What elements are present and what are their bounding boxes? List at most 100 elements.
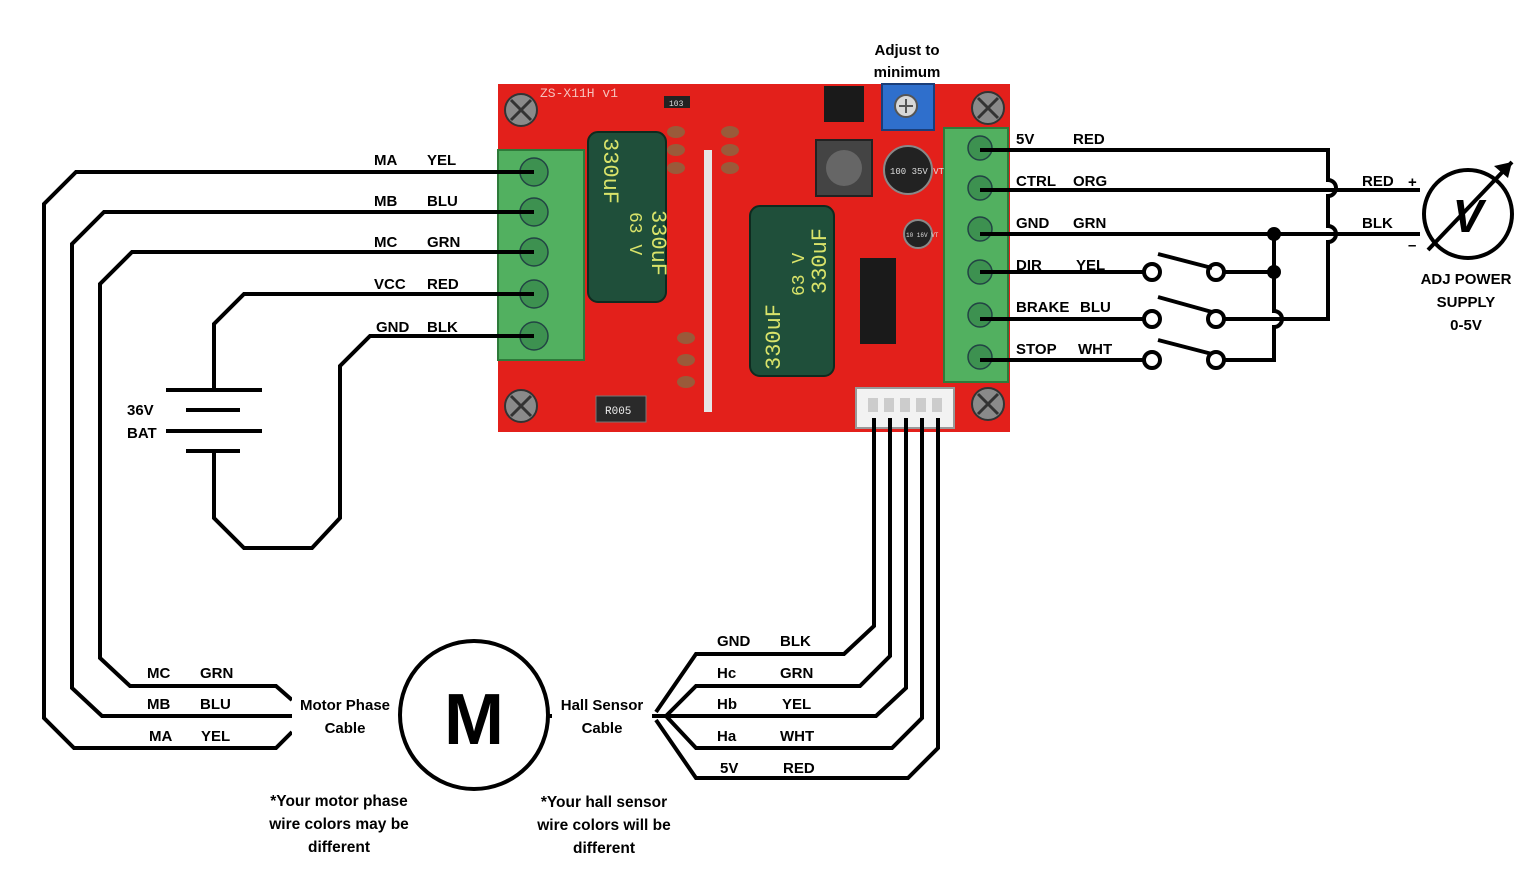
hall-cable-title: Hall Sensor xyxy=(561,697,644,714)
terminal-name: MA xyxy=(374,152,397,169)
smd-code: 103 xyxy=(669,100,684,109)
wire-mb xyxy=(70,210,534,718)
hall-wire-name: Hc xyxy=(717,665,736,682)
wire-ma xyxy=(42,170,534,750)
phase-wire-name: MA xyxy=(149,728,172,745)
supply-caption: SUPPLY xyxy=(1437,294,1496,311)
motor-terminal-labels: MA YEL MB BLU MC GRN VCC RED GND BLK xyxy=(374,152,460,336)
hall-wire-color: GRN xyxy=(780,665,813,682)
terminal-name: DIR xyxy=(1016,257,1042,274)
terminal-name: STOP xyxy=(1016,341,1057,358)
heatsink-bar xyxy=(704,150,712,412)
terminal-name: GND xyxy=(1016,215,1050,232)
motor-symbol: M xyxy=(398,639,550,791)
motor-terminal-block xyxy=(497,149,585,361)
wire-gnd-bus xyxy=(1216,234,1284,362)
terminal-name: CTRL xyxy=(1016,173,1056,190)
supply-red-label: RED xyxy=(1362,173,1394,190)
terminal-color: YEL xyxy=(427,152,456,169)
capacitor-right: 330uF 330uF 63 V xyxy=(749,205,835,377)
note-line: different xyxy=(308,839,370,856)
screw-icon xyxy=(971,387,1005,421)
control-terminal-block xyxy=(943,127,1009,383)
motor-phase-cable-labels: MC GRN MB BLU MA YEL Motor Phase Cable xyxy=(147,665,400,745)
terminal-color: GRN xyxy=(427,234,460,251)
screw-icon xyxy=(971,91,1005,125)
hall-cable-labels: GND BLK Hc GRN Hb YEL Ha WHT 5V RED Hall… xyxy=(552,633,815,777)
shunt-resistor xyxy=(595,395,647,423)
motor-phase-note: *Your motor phase wire colors may be dif… xyxy=(268,793,409,856)
adjust-note-line1: Adjust to xyxy=(875,42,940,59)
wire-hall-hc xyxy=(664,418,892,718)
capacitor-value: 330uF xyxy=(597,138,622,204)
smd-resistor xyxy=(664,96,690,108)
wire-vcc xyxy=(212,292,534,390)
adjust-note-line2: minimum xyxy=(874,64,941,81)
note-line: wire colors will be xyxy=(536,817,671,834)
note-line: *Your motor phase xyxy=(270,793,408,810)
terminal-color: BLU xyxy=(427,193,458,210)
hall-wire-name: Ha xyxy=(717,728,737,745)
supply-blk-label: BLK xyxy=(1362,215,1393,232)
capacitor-left: 330uF 330uF 63 V xyxy=(587,131,670,303)
supply-plus: + xyxy=(1408,174,1417,191)
supply-symbol: V xyxy=(1453,190,1487,242)
phase-cable-title: Cable xyxy=(325,720,366,737)
regulator-chip xyxy=(824,86,864,122)
capacitor-value: 330uF xyxy=(762,304,787,370)
hall-wire-name: 5V xyxy=(720,760,738,777)
hall-sensor-note: *Your hall sensor wire colors will be di… xyxy=(536,794,671,857)
switch-brake-icon[interactable] xyxy=(1142,295,1226,329)
wire-5v-brake xyxy=(980,148,1338,321)
hall-wire-color: RED xyxy=(783,760,815,777)
phase-wire-name: MB xyxy=(147,696,170,713)
terminal-color: GRN xyxy=(1073,215,1106,232)
phase-wire-color: YEL xyxy=(201,728,230,745)
battery-voltage: 36V xyxy=(127,402,154,419)
wire-hall-ha xyxy=(664,418,924,750)
terminal-name: MC xyxy=(374,234,397,251)
terminal-color: YEL xyxy=(1076,257,1105,274)
wire-mc xyxy=(98,250,534,702)
small-capacitor-label: 100 35V VT xyxy=(890,167,945,177)
small-capacitor: 10 16V VT xyxy=(903,219,939,249)
hall-wire-color: BLK xyxy=(780,633,811,650)
wire-hall-gnd xyxy=(654,418,876,714)
wire-hall-5v xyxy=(654,418,940,780)
note-line: *Your hall sensor xyxy=(541,794,667,811)
screw-icon xyxy=(504,93,538,127)
capacitor-voltage: 63 V xyxy=(790,253,810,296)
motor-letter: M xyxy=(444,680,504,760)
phase-cable-title: Motor Phase xyxy=(300,697,390,714)
terminal-name: VCC xyxy=(374,276,406,293)
power-supply-symbol: V xyxy=(1422,160,1514,260)
wire-hall-hb xyxy=(660,418,908,718)
note-line: different xyxy=(573,840,635,857)
terminal-color: ORG xyxy=(1073,173,1107,190)
terminal-name: 5V xyxy=(1016,131,1034,148)
switch-dir-icon[interactable] xyxy=(1142,252,1226,282)
terminal-name: MB xyxy=(374,193,397,210)
potentiometer-icon xyxy=(881,83,935,131)
controller-board: ZS-X11H v1 103 xyxy=(497,83,1010,432)
control-terminal-labels: 5V RED CTRL ORG GND GRN DIR YEL BRAKE BL… xyxy=(1016,131,1112,358)
terminal-color: WHT xyxy=(1078,341,1112,358)
terminal-color: BLK xyxy=(427,319,458,336)
hall-wire-name: GND xyxy=(717,633,751,650)
hall-wire-color: YEL xyxy=(782,696,811,713)
note-line: wire colors may be xyxy=(268,816,409,833)
junction-dot xyxy=(1267,265,1281,279)
battery-symbol xyxy=(166,388,262,453)
supply-minus: – xyxy=(1408,237,1416,254)
supply-caption: 0-5V xyxy=(1450,317,1482,334)
switch-stop-icon[interactable] xyxy=(1142,338,1226,370)
wire-gnd xyxy=(212,334,534,550)
motor-wires xyxy=(42,170,534,750)
board-name: ZS-X11H v1 xyxy=(540,86,618,101)
capacitor-value: 330uF xyxy=(645,210,670,276)
phase-wire-color: BLU xyxy=(200,696,231,713)
terminal-name: BRAKE xyxy=(1016,299,1069,316)
junction-dot xyxy=(1267,227,1281,241)
shunt-resistor-label: R005 xyxy=(605,406,631,418)
